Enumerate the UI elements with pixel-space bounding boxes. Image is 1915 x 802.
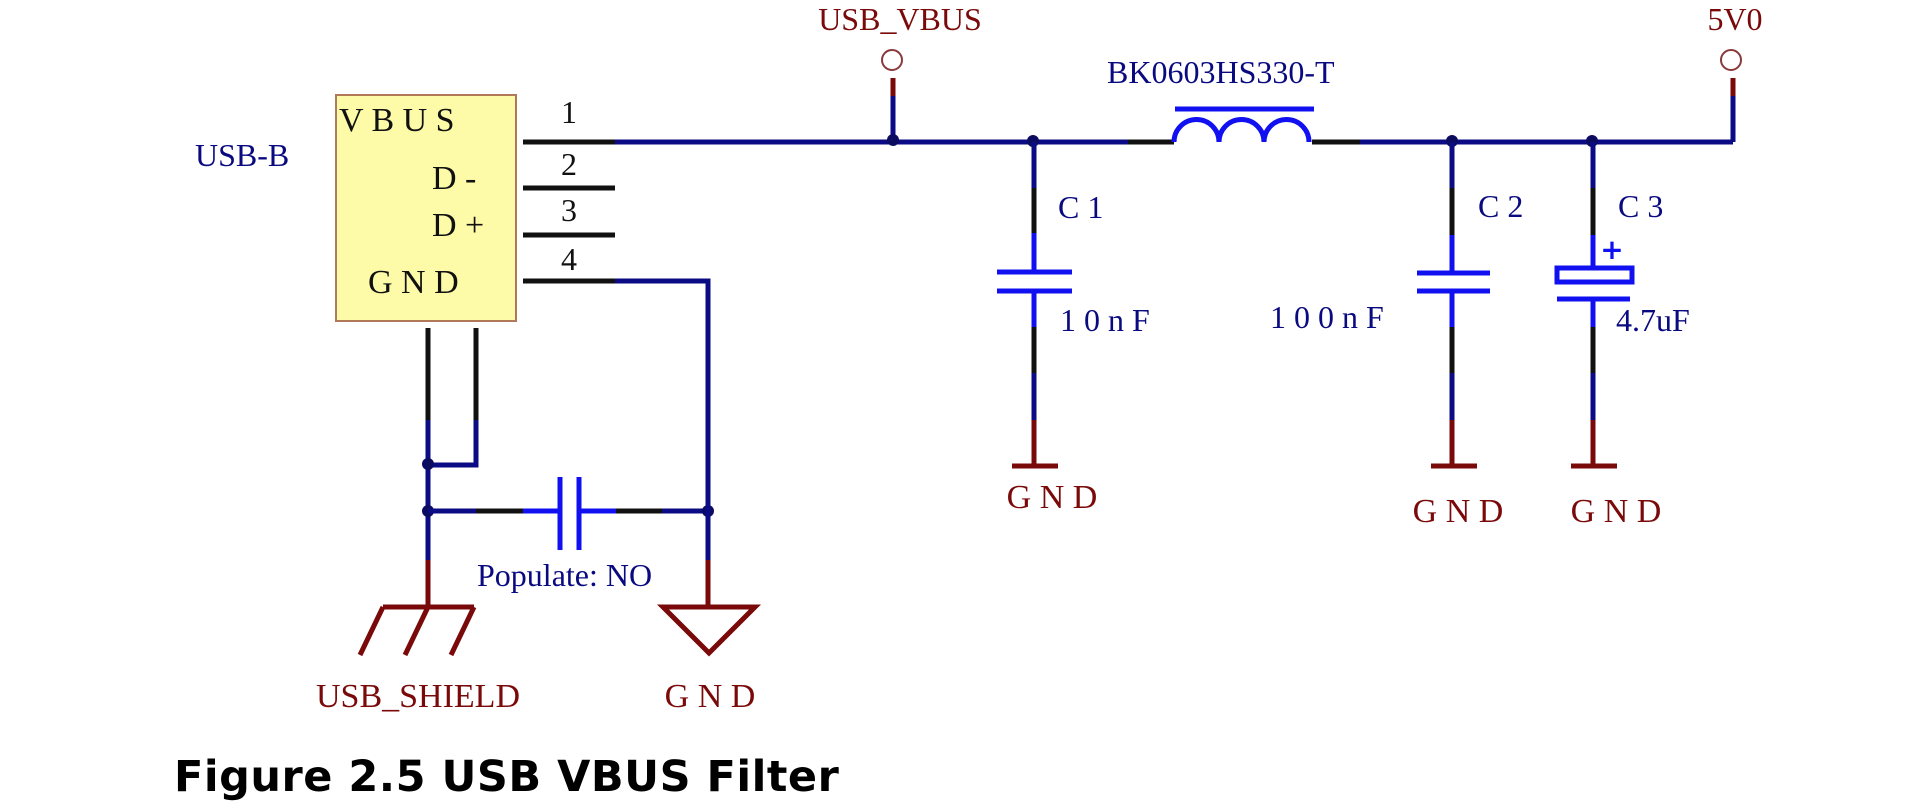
c3-gnd-label: G N D	[1571, 493, 1662, 530]
pin-number-3: 3	[561, 192, 577, 228]
c3-positive-plate	[1554, 265, 1635, 285]
junction-dot	[1446, 135, 1458, 147]
ferrite-inductor: BK0603HS330-T	[1107, 54, 1335, 143]
pin-name-dplus: D +	[432, 207, 484, 244]
usb-vbus-port-icon	[881, 49, 903, 71]
usb-vbus-label: USB_VBUS	[818, 1, 982, 37]
inductor-part-number: BK0603HS330-T	[1107, 54, 1335, 90]
shield-network: Populate: NO G N D USB_SHIELD	[316, 278, 762, 715]
pin-number-2: 2	[561, 146, 577, 182]
c1-value: 1 0 n F	[1060, 302, 1150, 338]
5v0-port-icon	[1720, 49, 1742, 71]
connector-body	[335, 94, 517, 322]
gnd-net-wire	[615, 278, 711, 560]
c1-designator: C 1	[1058, 189, 1103, 225]
figure-caption: Figure 2.5 USB VBUS Filter	[174, 752, 840, 802]
c1-gnd-label: G N D	[1007, 479, 1098, 516]
chassis-ground-icon	[357, 604, 477, 657]
c2-value: 1 0 0 n F	[1270, 299, 1384, 335]
c3-designator: C 3	[1618, 188, 1663, 224]
capacitor-c2: C 2 1 0 0 n F G N D	[1270, 135, 1523, 530]
usb-b-connector: USB-B V B U S D - D + G N D 1 2 3 4	[195, 94, 615, 420]
gnd-label: G N D	[665, 678, 756, 715]
pin-number-4: 4	[561, 241, 577, 277]
shield-cap-note: Populate: NO	[477, 557, 652, 593]
5v0-label: 5V0	[1707, 1, 1762, 37]
c2-gnd-label: G N D	[1413, 493, 1504, 530]
c3-polarity-plus-icon: +	[1600, 233, 1623, 266]
pin-name-gnd: G N D	[368, 264, 459, 301]
vbus-rail: USB_VBUS 5V0	[615, 1, 1763, 146]
connector-designator: USB-B	[195, 137, 289, 173]
pin-number-1: 1	[561, 94, 577, 130]
shield-net-right	[428, 420, 479, 468]
junction-dot	[887, 134, 899, 146]
inductor-coil-icon	[1171, 117, 1312, 143]
capacitor-c1: C 1 1 0 n F G N D	[997, 135, 1150, 516]
c2-designator: C 2	[1478, 188, 1523, 224]
c3-value: 4.7uF	[1616, 302, 1690, 338]
capacitor-c3: + C 3 4.7uF G N D	[1554, 135, 1690, 530]
junction-dot	[422, 458, 434, 470]
pin-name-dminus: D -	[432, 160, 476, 197]
usb-shield-label: USB_SHIELD	[316, 678, 520, 715]
gnd-triangle-icon	[656, 604, 762, 657]
pin-name-vbus: V B U S	[339, 102, 455, 139]
